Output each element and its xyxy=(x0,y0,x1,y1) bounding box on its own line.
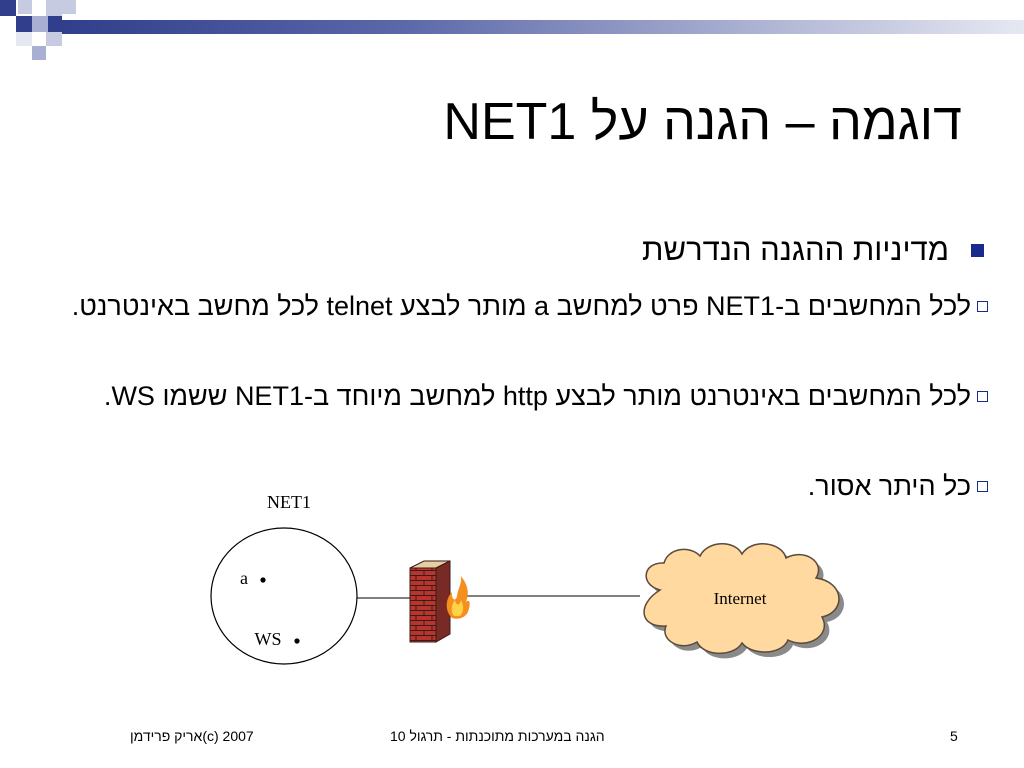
host-ws-label: WS xyxy=(255,629,282,649)
footer-author: אריק פרידמן(c) 2007 xyxy=(130,728,254,744)
footer-course: הגנה במערכות מתוכנתות - תרגול 10 xyxy=(390,728,605,744)
header-square xyxy=(32,16,48,32)
net1-circle xyxy=(210,527,358,665)
header-square xyxy=(0,0,16,16)
flame-icon xyxy=(446,576,470,619)
slide-title: דוגמה – הגנה על NET1 xyxy=(443,93,962,151)
subbullet-text: כל היתר אסור. xyxy=(807,471,971,501)
bullet-policy: מדיניות ההגנה הנדרשת xyxy=(38,232,988,268)
host-a-dot xyxy=(260,577,266,583)
header-square xyxy=(18,0,32,14)
internet-label: Internet xyxy=(714,589,767,608)
square-bullet-icon xyxy=(971,243,984,257)
host-a-label: a xyxy=(240,568,248,588)
internet-cloud-icon xyxy=(643,543,844,659)
header-square xyxy=(16,16,32,32)
host-ws-dot xyxy=(294,638,300,644)
subbullet-text: לכל המחשבים באינטרנט מותר לבצע http למחש… xyxy=(103,381,971,411)
page-number: 5 xyxy=(950,728,958,744)
header-square xyxy=(16,32,32,46)
header-bar xyxy=(60,20,1024,34)
header-square xyxy=(48,16,62,32)
subbullet-text: לכל המחשבים ב-NET1 פרט למחשב a מותר לבצע… xyxy=(71,291,971,321)
subbullet-http: לכל המחשבים באינטרנט מותר לבצע http למחש… xyxy=(38,376,988,417)
header-square xyxy=(32,46,46,60)
firewall-icon xyxy=(409,560,451,643)
hollow-square-bullet-icon xyxy=(977,301,988,312)
hollow-square-bullet-icon xyxy=(977,391,988,402)
header-square xyxy=(62,0,76,14)
hollow-square-bullet-icon xyxy=(977,481,988,492)
bullet-text: מדיניות ההגנה הנדרשת xyxy=(642,232,949,267)
subbullet-telnet: לכל המחשבים ב-NET1 פרט למחשב a מותר לבצע… xyxy=(38,286,988,327)
header-square xyxy=(46,32,62,46)
subbullet-deny: כל היתר אסור. xyxy=(38,466,988,507)
net1-label: NET1 xyxy=(267,492,311,512)
header-square xyxy=(46,0,62,16)
